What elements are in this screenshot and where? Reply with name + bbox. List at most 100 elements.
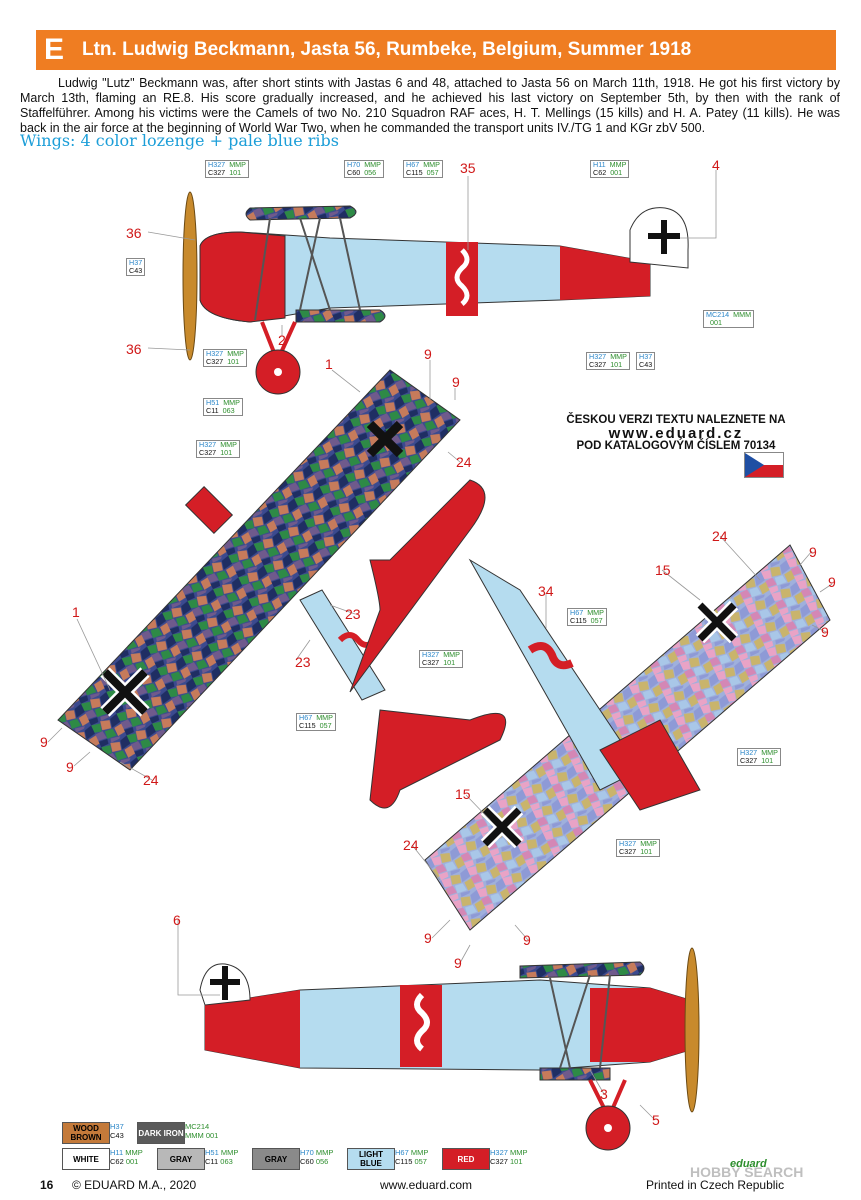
callout-number: 9 (809, 544, 817, 560)
czech-note-line1: ČESKOU VERZI TEXTU NALEZNETE NA (566, 414, 786, 426)
callout-number: 24 (403, 837, 419, 853)
czech-note-line2: POD KATALOGOVÝM ČÍSLEM 70134 (576, 440, 776, 452)
callout-number: 5 (652, 1112, 660, 1128)
printed-in: Printed in Czech Republic (646, 1178, 785, 1192)
biography-text: Ludwig "Lutz" Beckmann was, after short … (20, 76, 840, 135)
callout-number: 24 (456, 454, 472, 470)
lower-planform (424, 544, 831, 931)
wheel-hub (274, 368, 282, 376)
wing-cross-right (366, 420, 404, 458)
legend-swatch: WHITE (62, 1148, 110, 1170)
callout-number: 9 (821, 624, 829, 640)
eduard-logo: eduard (730, 1158, 767, 1170)
tailplane-top-a (349, 479, 486, 693)
nose-right (590, 988, 690, 1062)
struts (254, 217, 361, 321)
lower-cross-right (697, 602, 737, 642)
legend-swatch: GRAY (157, 1148, 205, 1170)
callout-number: 4 (712, 157, 720, 173)
legend-swatch: GRAY (252, 1148, 300, 1170)
callout-number: 1 (72, 604, 80, 620)
wheel-hub-right (604, 1124, 612, 1132)
propeller-right (684, 947, 700, 1113)
website[interactable]: www.eduard.com (380, 1178, 473, 1192)
undercarriage (260, 321, 297, 356)
rudder-cross-right (210, 966, 240, 1000)
callout-number: 9 (424, 346, 432, 362)
undercarriage-right (588, 1079, 627, 1111)
legend-swatch: RED (442, 1148, 490, 1170)
page-number: 16 (40, 1178, 54, 1192)
callout-number: 9 (454, 955, 462, 971)
tailplane-top-b (369, 709, 507, 809)
right-profile (199, 947, 700, 1151)
callout-number: 9 (424, 930, 432, 946)
leader-lines (47, 170, 833, 1121)
nose-bottom (599, 719, 701, 811)
legend-codes: H37 C43 (110, 1122, 124, 1140)
engine-cowling-top (184, 485, 234, 535)
legend-swatch: WOOD BROWN (62, 1122, 110, 1144)
callout-number: 23 (295, 654, 311, 670)
callout-number: 1 (325, 356, 333, 372)
wing-note: Wings: 4 color lozenge + pale blue ribs (20, 131, 339, 150)
wing-cross-left (102, 669, 148, 715)
snake-emblem (454, 248, 470, 306)
callout-number: 9 (66, 759, 74, 775)
snake-emblem-right (414, 992, 430, 1052)
paint-label: H37 C43 (636, 352, 656, 370)
callout-number: 9 (828, 574, 836, 590)
scheme-letter: E (43, 33, 64, 66)
callout-number: 34 (538, 583, 554, 599)
czech-flag-icon (744, 452, 784, 478)
propeller (182, 191, 198, 361)
lower-wing-right (539, 1067, 611, 1081)
lower-cross-left (482, 807, 522, 847)
upper-wing-profile (245, 205, 357, 221)
callout-number: 3 (600, 1086, 608, 1102)
callout-number: 15 (455, 786, 471, 802)
callout-number: 9 (523, 932, 531, 948)
nose-cowling (199, 231, 286, 323)
header-bar: E Ltn. Ludwig Beckmann, Jasta 56, Rumbek… (36, 30, 836, 70)
paint-label: H37 C43 (126, 258, 146, 276)
callout-number: 9 (40, 734, 48, 750)
czech-note-url[interactable]: www.eduard.cz (608, 425, 744, 442)
legend-swatch: DARK IRON (137, 1122, 185, 1144)
fuselage-band-bottom (527, 642, 574, 670)
hobby-search-watermark: HOBBY SEARCH (690, 1164, 804, 1180)
struts-right (549, 974, 611, 1069)
callout-number: 23 (345, 606, 361, 622)
callout-number: 9 (452, 374, 460, 390)
rudder-cross (648, 220, 680, 254)
copyright: © EDUARD M.A., 2020 (72, 1178, 197, 1192)
legend-swatch: LIGHT BLUE (347, 1148, 395, 1170)
callout-number: 6 (173, 912, 181, 928)
czech-note: ČESKOU VERZI TEXTU NALEZNETE NA www.edua… (560, 414, 792, 453)
callout-number: 2 (278, 332, 286, 348)
left-profile (182, 191, 689, 395)
callout-number: 36 (126, 341, 142, 357)
upper-wing-right (519, 961, 645, 979)
callout-number: 24 (712, 528, 728, 544)
callout-number: 36 (126, 225, 142, 241)
